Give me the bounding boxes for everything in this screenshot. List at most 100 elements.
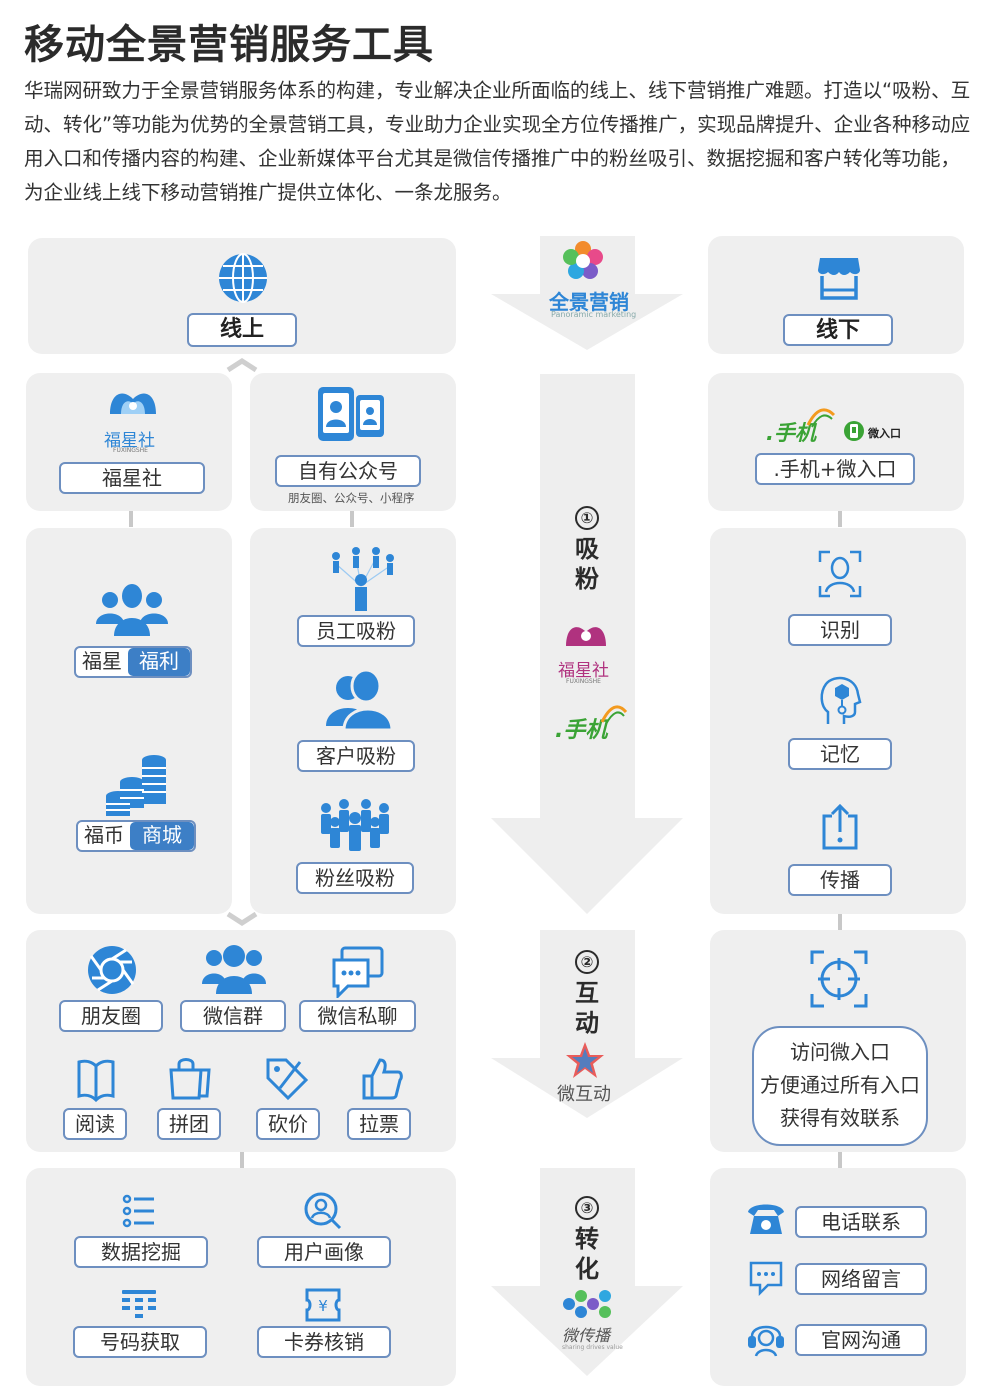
stage1-label: ① 吸 粉 bbox=[567, 500, 607, 594]
fuxingshe-center-logo-icon bbox=[562, 620, 610, 650]
panoramic-logo-text: 全景营销 bbox=[549, 290, 629, 314]
target-scan-icon bbox=[810, 950, 868, 1008]
mall-right-text: 商城 bbox=[130, 822, 194, 850]
spread-label: 传播 bbox=[788, 864, 892, 896]
group-buy-label[interactable]: 拼团 bbox=[157, 1108, 221, 1140]
offline-header-label: 线下 bbox=[783, 314, 893, 346]
svg-text:¥: ¥ bbox=[318, 1297, 328, 1315]
stage1-line2: 粉 bbox=[575, 565, 599, 593]
website-label[interactable]: 官网沟通 bbox=[795, 1324, 927, 1356]
micro-interact-star-icon bbox=[564, 1040, 606, 1080]
vote-label[interactable]: 拉票 bbox=[347, 1108, 411, 1140]
down-chevron-icon bbox=[226, 912, 258, 926]
fuxingshe-label: 福星社 bbox=[59, 462, 205, 494]
micro-entry-logo: 微入口 bbox=[868, 427, 901, 440]
stage3-num: ③ bbox=[575, 1196, 599, 1220]
stage2-label: ② 互 动 bbox=[567, 944, 607, 1038]
online-message-label[interactable]: 网络留言 bbox=[795, 1263, 927, 1295]
phones-avatar-icon bbox=[316, 385, 386, 445]
coins-stack-icon bbox=[104, 754, 170, 820]
connector bbox=[129, 511, 133, 527]
connector bbox=[838, 914, 842, 930]
connector bbox=[350, 511, 354, 527]
stage2-line2: 动 bbox=[575, 1009, 599, 1037]
up-chevron-icon bbox=[226, 358, 258, 372]
stage2-line1: 互 bbox=[575, 979, 599, 1007]
intro-paragraph: 华瑞网研致力于全景营销服务体系的构建，专业解决企业所面临的线上、线下营销推广难题… bbox=[24, 79, 971, 204]
customer-users-icon bbox=[326, 668, 394, 730]
moments-label[interactable]: 朋友圈 bbox=[59, 1000, 163, 1032]
user-search-icon bbox=[304, 1192, 342, 1230]
stage3-line1: 转 bbox=[575, 1225, 599, 1253]
panoramic-logo-en: Panoramic marketing bbox=[551, 310, 637, 319]
message-bubble-icon bbox=[748, 1260, 784, 1296]
welfare-label: 福星 福利 bbox=[74, 646, 192, 678]
headset-icon bbox=[746, 1318, 786, 1358]
flow-arrow-stage1 bbox=[540, 374, 635, 820]
wechat-private-label[interactable]: 微信私聊 bbox=[299, 1000, 416, 1032]
micro-interact-logo: 微互动 bbox=[557, 1084, 611, 1105]
head-memory-icon bbox=[818, 674, 862, 726]
memory-label: 记忆 bbox=[788, 738, 892, 770]
moments-aperture-icon bbox=[86, 944, 138, 996]
phone-contact-label[interactable]: 电话联系 bbox=[795, 1206, 927, 1238]
book-icon bbox=[76, 1058, 116, 1102]
phone-swoosh-icon bbox=[806, 405, 836, 429]
connector bbox=[838, 1152, 842, 1168]
number-get-label[interactable]: 号码获取 bbox=[73, 1326, 207, 1358]
own-account-label: 自有公众号 bbox=[275, 455, 421, 487]
panoramic-logo-icon bbox=[562, 240, 604, 282]
online-header-label: 线上 bbox=[187, 313, 297, 347]
user-profile-label[interactable]: 用户画像 bbox=[257, 1236, 391, 1268]
telephone-icon bbox=[746, 1200, 786, 1236]
fuxingshe-logo-icon bbox=[106, 386, 160, 418]
staff-network-icon bbox=[326, 546, 396, 614]
visit-line-3: 获得有效联系 bbox=[780, 1106, 900, 1130]
coupon-label[interactable]: 卡券核销 bbox=[257, 1326, 391, 1358]
visit-info-box: 访问微入口 方便通过所有入口 获得有效联系 bbox=[752, 1026, 928, 1146]
offline-steps-panel bbox=[710, 528, 966, 914]
thumbs-up-icon bbox=[360, 1056, 404, 1102]
fuxingshe-logo-text: 福星社 bbox=[104, 431, 155, 451]
crowd-icon bbox=[318, 798, 392, 852]
phone-entry-label: .手机+微入口 bbox=[755, 453, 915, 485]
stage3-label: ③ 转 化 bbox=[567, 1190, 607, 1284]
wechat-group-icon bbox=[202, 944, 266, 996]
flow-arrow-stage3-head bbox=[491, 1286, 683, 1376]
data-mining-label[interactable]: 数据挖掘 bbox=[74, 1236, 208, 1268]
micro-entry-icon bbox=[843, 420, 865, 442]
list-data-icon bbox=[122, 1194, 156, 1228]
connector bbox=[240, 1152, 244, 1168]
micro-spread-logo: 微传播 bbox=[562, 1326, 611, 1345]
coupon-ticket-icon: ¥ bbox=[303, 1286, 343, 1324]
welfare-left-text: 福星 bbox=[82, 649, 122, 673]
wechat-group-label[interactable]: 微信群 bbox=[180, 1000, 286, 1032]
read-label[interactable]: 阅读 bbox=[63, 1108, 127, 1140]
shopping-bag-icon bbox=[167, 1054, 213, 1102]
group-people-icon bbox=[96, 584, 168, 636]
fuxingshe-center-logo-en: FUXINGSHE bbox=[566, 678, 601, 685]
number-grid-icon bbox=[120, 1288, 158, 1322]
identify-label: 识别 bbox=[788, 614, 892, 646]
face-scan-icon bbox=[818, 550, 862, 598]
price-tag-icon bbox=[264, 1056, 310, 1102]
visit-line-2: 方便通过所有入口 bbox=[760, 1073, 920, 1097]
mall-label: 福币 商城 bbox=[76, 820, 196, 852]
micro-spread-dots-icon bbox=[561, 1288, 613, 1320]
mall-left-text: 福币 bbox=[84, 823, 124, 847]
bargain-label[interactable]: 砍价 bbox=[256, 1108, 320, 1140]
visit-line-1: 访问微入口 bbox=[790, 1040, 890, 1064]
share-upload-icon bbox=[820, 802, 860, 852]
phone-center-swoosh-icon bbox=[600, 702, 628, 726]
flow-arrow-stage3 bbox=[540, 1168, 635, 1288]
fans-attract-label: 粉丝吸粉 bbox=[296, 862, 414, 894]
fuxingshe-logo-en: FUXINGSHE bbox=[113, 447, 148, 454]
own-account-sub: 朋友圈、公众号、小程序 bbox=[288, 491, 415, 505]
stage1-num: ① bbox=[575, 506, 599, 530]
phone-logo: .手机 bbox=[766, 421, 816, 445]
phone-center-logo: .手机 bbox=[555, 718, 608, 743]
flow-arrow-stage1-head bbox=[491, 818, 683, 914]
store-icon bbox=[816, 254, 862, 302]
phone-entry-panel bbox=[708, 373, 964, 511]
stage3-line2: 化 bbox=[575, 1255, 599, 1283]
